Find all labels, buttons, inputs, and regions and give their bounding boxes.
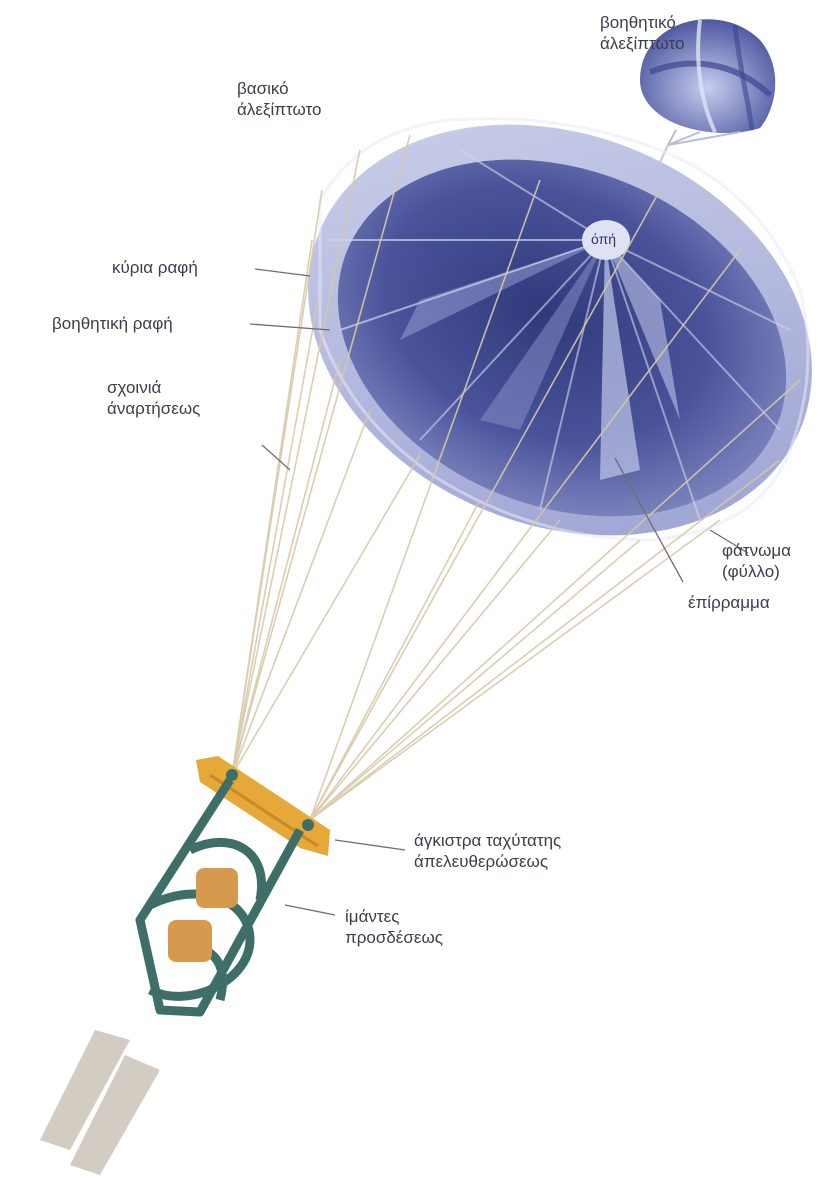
label-suspension-lines: σχοινιά άναρτήσεως: [107, 377, 200, 419]
label-vent: όπή: [591, 229, 616, 250]
label-gore-line1: φάτνωμα: [722, 540, 791, 561]
label-pilot-chute: βοηθητικό άλεξίπτωτο: [600, 12, 684, 54]
main-canopy: [246, 52, 836, 608]
label-release-hooks: άγκιστρα ταχύτατης άπελευθερώσεως: [414, 830, 561, 872]
label-gore: φάτνωμα (φύλλο): [722, 540, 791, 582]
label-pilot-chute-line1: βοηθητικό: [600, 12, 684, 33]
label-suspension-lines-line1: σχοινιά: [107, 377, 200, 398]
label-main-canopy-line2: άλεξίπτωτο: [237, 99, 321, 120]
label-gore-line2: (φύλλο): [722, 561, 791, 582]
label-release-hooks-line2: άπελευθερώσεως: [414, 851, 561, 872]
label-harness-straps: ίμάντες προσδέσεως: [345, 906, 443, 948]
label-main-canopy-line1: βασικό: [237, 78, 321, 99]
label-pilot-chute-line2: άλεξίπτωτο: [600, 33, 684, 54]
label-main-seam: κύρια ραφή: [112, 257, 198, 278]
label-vent-text: όπή: [591, 229, 616, 250]
label-aux-seam: βοηθητική ραφή: [52, 313, 173, 334]
jumper-legs: [40, 1030, 160, 1175]
label-main-seam-text: κύρια ραφή: [112, 257, 198, 278]
label-release-hooks-line1: άγκιστρα ταχύτατης: [414, 830, 561, 851]
label-harness-straps-line1: ίμάντες: [345, 906, 443, 927]
label-tape: έπίρραμμα: [688, 592, 770, 613]
label-suspension-lines-line2: άναρτήσεως: [107, 398, 200, 419]
label-main-canopy: βασικό άλεξίπτωτο: [237, 78, 321, 120]
label-tape-text: έπίρραμμα: [688, 592, 770, 613]
jumper-body: [168, 868, 238, 962]
label-harness-straps-line2: προσδέσεως: [345, 927, 443, 948]
label-aux-seam-text: βοηθητική ραφή: [52, 313, 173, 334]
